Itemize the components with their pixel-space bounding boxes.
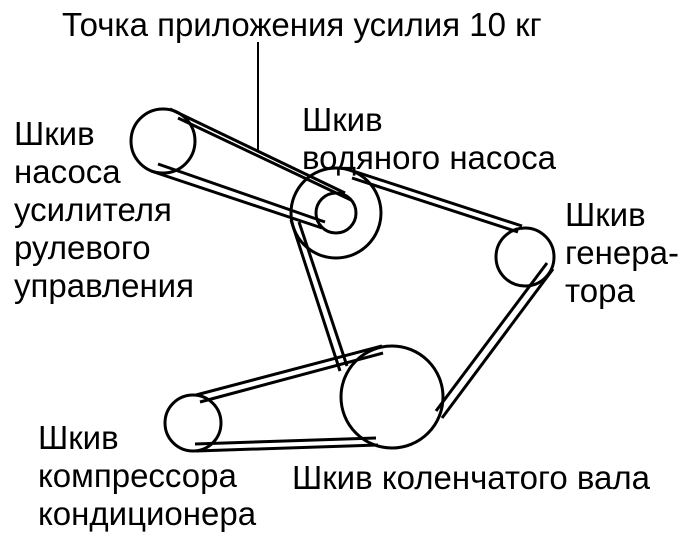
ac-compressor-pulley-label: Шкив компрессора кондиционера	[38, 419, 256, 533]
crankshaft-pulley-label: Шкив коленчатого вала	[292, 459, 650, 496]
water-pump-pulley-label: Шкив водяного насоса	[302, 101, 556, 177]
power-steering-pump-pulley	[129, 107, 197, 175]
water-pump-pulley-outer	[289, 166, 383, 260]
label-line: Шкив	[565, 196, 646, 233]
label-line: кондиционера	[38, 495, 257, 532]
label-line: тора	[565, 272, 635, 309]
belt-ac-compressor	[194, 344, 384, 453]
power-steering-pulley-label: Шкив насоса усилителя рулевого управлени…	[14, 115, 194, 305]
label-line: компрессора	[38, 457, 237, 494]
belt-main	[289, 168, 555, 419]
label-line: рулевого	[14, 229, 151, 266]
label-line: Шкив	[302, 101, 383, 138]
label-line: Шкив	[14, 115, 95, 152]
alternator-pulley	[494, 226, 556, 288]
label-line: Шкив	[38, 419, 119, 456]
label-line: управления	[14, 267, 194, 304]
label-line: водяного насоса	[302, 139, 556, 176]
label-line: усилителя	[14, 191, 172, 228]
force-point-label: Точка приложения усилия 10 кг	[62, 6, 542, 43]
label-line: генера-	[565, 234, 679, 271]
label-line: насоса	[14, 153, 121, 190]
ac-compressor-pulley	[163, 393, 223, 453]
alternator-pulley-label: Шкив генера- тора	[565, 196, 679, 310]
crankshaft-pulley	[339, 344, 445, 450]
